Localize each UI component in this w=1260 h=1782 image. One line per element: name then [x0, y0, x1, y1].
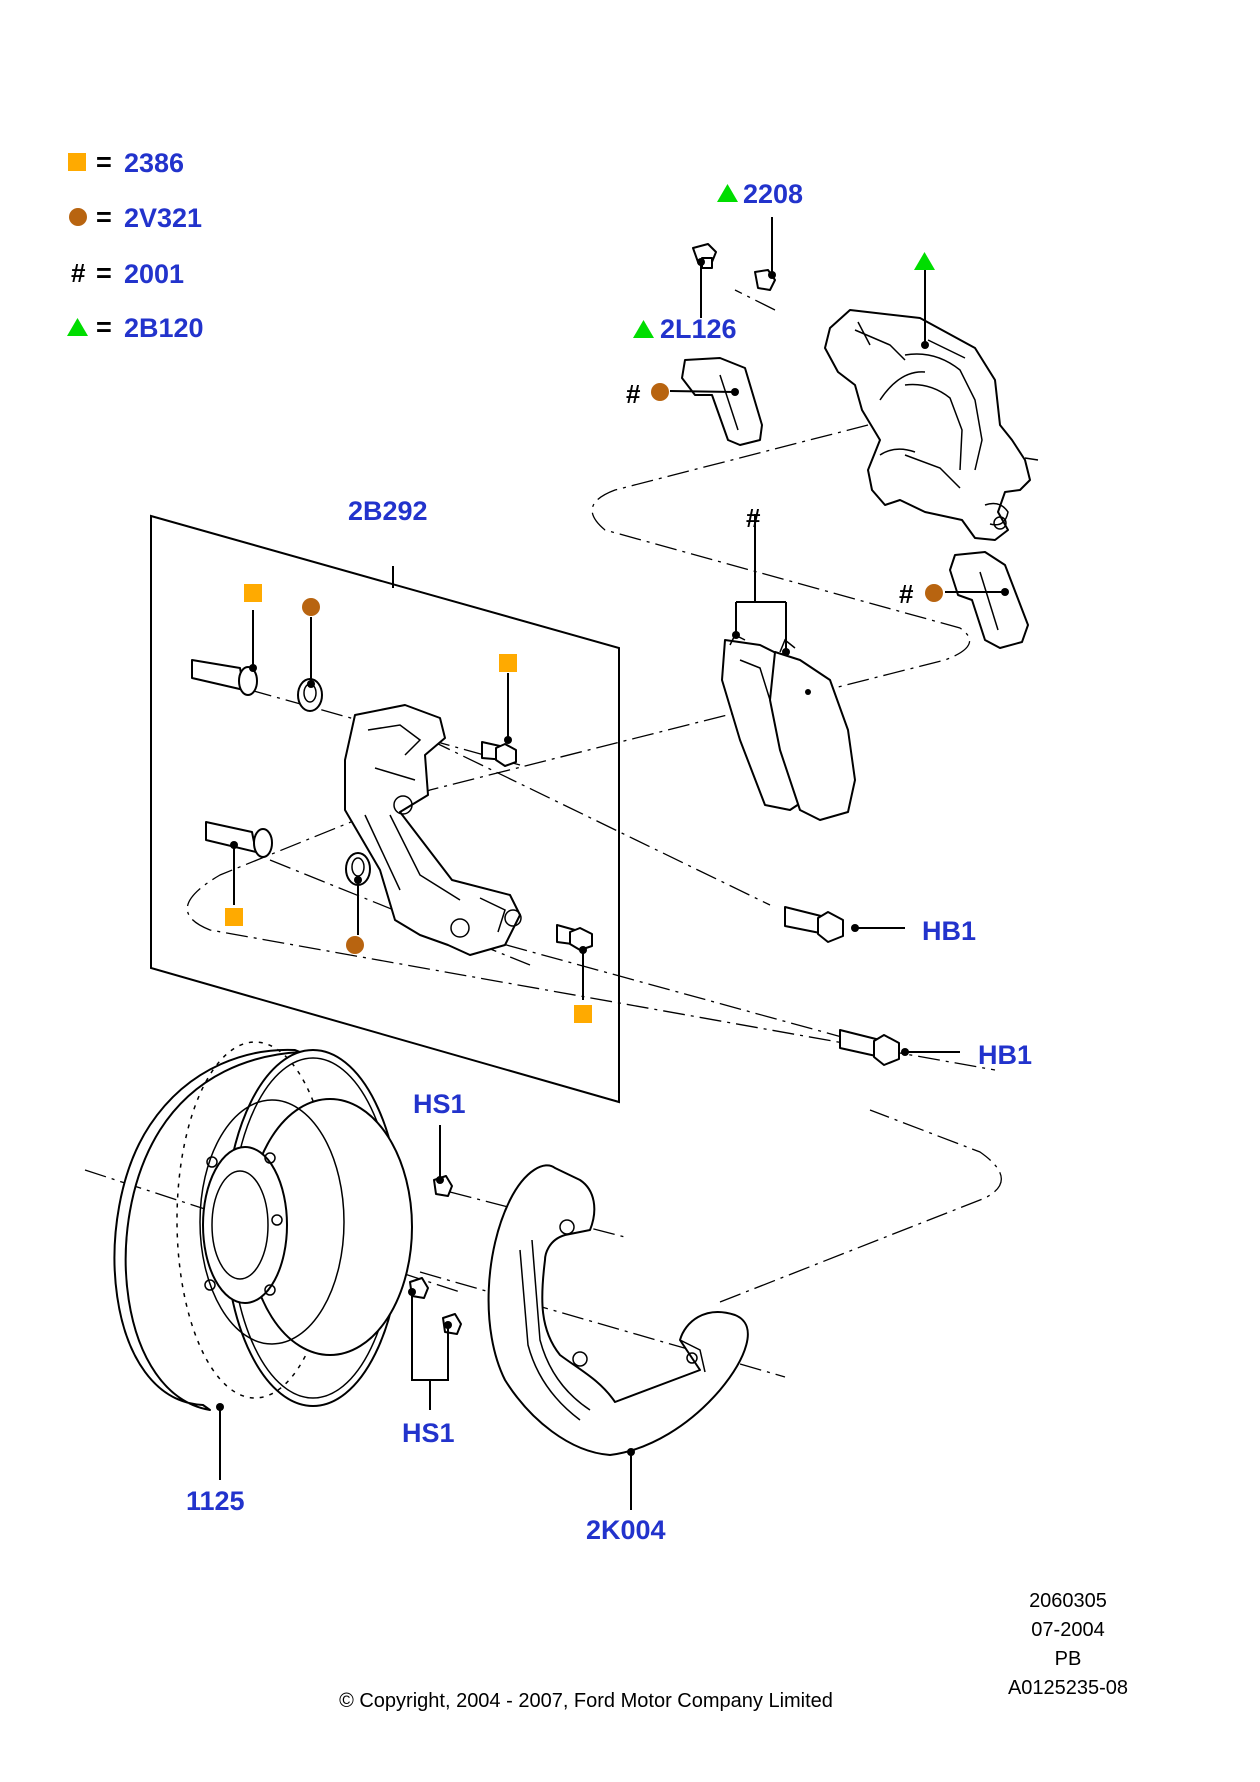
label-2l126: 2L126	[660, 314, 737, 344]
anti-rattle-clips	[681, 357, 1029, 649]
bleed-parts	[692, 243, 776, 291]
legend-eq: =	[96, 258, 112, 288]
brake-disc	[113, 1041, 413, 1411]
brown-circle-icon	[925, 584, 943, 602]
carrier-fasteners	[191, 659, 593, 951]
legend-eq: =	[96, 312, 112, 342]
brown-circle-icon	[69, 208, 87, 226]
orange-square-icon	[499, 654, 517, 672]
label-hb1-upper: HB1	[922, 916, 976, 946]
brake-pads	[721, 633, 856, 821]
hash-icon: #	[71, 258, 86, 288]
legend-code-2v321: 2V321	[124, 203, 202, 233]
legend-eq: =	[96, 202, 112, 232]
green-triangle-icon	[67, 318, 88, 336]
label-hs1-top: HS1	[413, 1089, 466, 1119]
label-hb1-lower: HB1	[978, 1040, 1032, 1070]
label-2b292: 2B292	[348, 496, 428, 526]
hash-icon: #	[746, 503, 761, 533]
legend: = 2386 = 2V321 # = 2001 = 2B120	[67, 147, 204, 343]
label-1125: 1125	[186, 1486, 245, 1516]
green-triangle-icon	[633, 320, 654, 338]
footer-date: 07-2004	[1031, 1619, 1104, 1641]
label-2k004: 2K004	[586, 1515, 666, 1545]
legend-code-2001: 2001	[124, 259, 184, 289]
label-2208: 2208	[743, 179, 803, 209]
orange-square-icon	[244, 584, 262, 602]
footer-ref: A0125235-08	[1008, 1677, 1128, 1699]
green-triangle-icon	[914, 252, 935, 270]
legend-eq: =	[96, 147, 112, 177]
orange-square-icon	[68, 153, 86, 171]
footer: 2060305 07-2004 PB A0125235-08 © Copyrig…	[339, 1590, 1128, 1712]
orange-square-icon	[225, 908, 243, 926]
brown-circle-icon	[346, 936, 364, 954]
carrier-frame	[150, 514, 620, 1104]
leader-lines	[216, 217, 1009, 1510]
label-hs1-bottom: HS1	[402, 1418, 455, 1448]
brown-circle-icon	[302, 598, 320, 616]
legend-code-2386: 2386	[124, 148, 184, 178]
loose-bolts	[409, 906, 900, 1335]
hash-icon: #	[626, 379, 641, 409]
splash-shield	[487, 1164, 749, 1456]
callout-symbols: # # #	[225, 184, 943, 1023]
footer-code: 2060305	[1029, 1590, 1107, 1612]
hash-icon: #	[899, 579, 914, 609]
caliper-carrier	[150, 514, 620, 1104]
brake-caliper	[824, 309, 1039, 541]
brown-circle-icon	[651, 383, 669, 401]
part-labels: 2208 2L126 2B292 HB1 HB1 HS1 HS1 1125 2K…	[186, 179, 1032, 1545]
footer-initials: PB	[1055, 1648, 1082, 1670]
legend-code-2b120: 2B120	[124, 313, 204, 343]
green-triangle-icon	[717, 184, 738, 202]
footer-copyright: © Copyright, 2004 - 2007, Ford Motor Com…	[339, 1690, 833, 1712]
orange-square-icon	[574, 1005, 592, 1023]
